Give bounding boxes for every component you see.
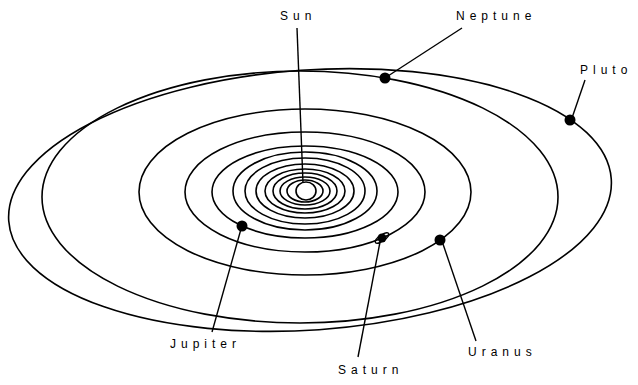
- planet-label: Sun: [280, 8, 316, 24]
- leader-line: [297, 28, 303, 183]
- inner-orbit: [273, 173, 337, 209]
- inner-orbit: [280, 177, 330, 205]
- inner-orbit: [256, 164, 354, 218]
- saturn-orbit: [185, 132, 425, 252]
- inner-orbit: [233, 152, 377, 230]
- uranus-dot: [435, 235, 446, 246]
- inner-orbit: [245, 158, 365, 224]
- sun-circle: [296, 182, 316, 200]
- jupiter-dot: [237, 221, 248, 232]
- pluto-dot: [565, 115, 576, 126]
- saturn-ring: [374, 231, 391, 245]
- leader-line: [212, 229, 241, 332]
- jupiter-orbit: [212, 146, 398, 238]
- leader-line: [358, 242, 380, 357]
- leader-line: [388, 28, 462, 76]
- planet-label: Neptune: [456, 8, 536, 24]
- uranus-orbit: [139, 109, 471, 275]
- planet-label: Pluto: [580, 62, 632, 78]
- pluto-orbit: [0, 49, 620, 350]
- inner-orbit: [287, 180, 323, 202]
- neptune-dot: [380, 73, 391, 84]
- planet-label: Uranus: [468, 344, 537, 360]
- planet-label: Jupiter: [170, 336, 241, 352]
- inner-orbit: [265, 169, 345, 213]
- leader-line: [572, 80, 585, 118]
- planet-label: Saturn: [338, 362, 403, 378]
- leader-line: [443, 244, 476, 341]
